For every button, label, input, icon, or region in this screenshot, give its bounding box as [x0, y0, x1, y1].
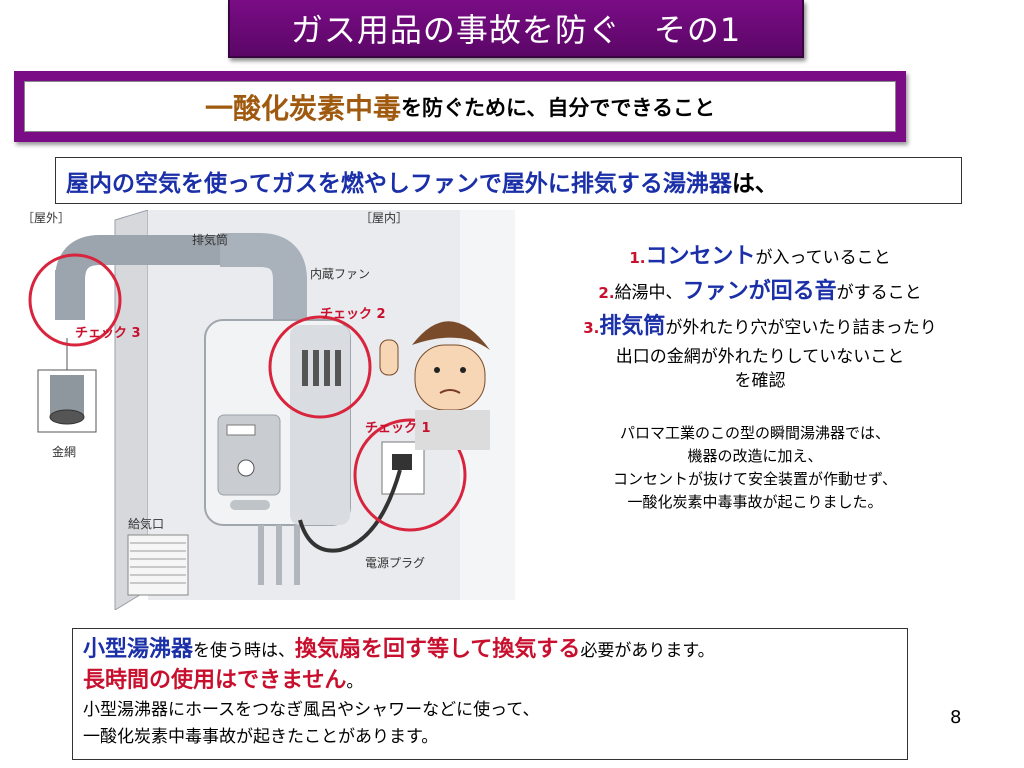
- power-cord: [298, 469, 402, 553]
- power-plug: [392, 454, 412, 470]
- intro-rest: は、: [731, 170, 778, 197]
- mesh-icon: [49, 409, 85, 425]
- warning-box: 小型湯沸器を使う時は、換気扇を回す等して換気する必要があります。 長時間の使用は…: [72, 628, 908, 760]
- label-fan: 内蔵ファン: [310, 267, 370, 281]
- warning-line-2: 長時間の使用はできません。: [83, 666, 897, 697]
- slide-title: ガス用品の事故を防ぐ その1: [290, 11, 742, 49]
- check-text: がすること: [836, 283, 922, 303]
- note-line: パロマ工業のこの型の瞬間湯沸器では、: [619, 424, 890, 442]
- warning-text: を使う時は、: [193, 641, 296, 661]
- check-text: 給湯中、: [614, 283, 683, 303]
- subtitle-highlight: 一酸化炭素中毒: [205, 91, 402, 125]
- warning-line-4: 一酸化炭素中毒事故が起きたことがあります。: [83, 727, 439, 747]
- check-item-1: 1.コンセントが入っていること: [510, 240, 1010, 275]
- check-number: 1.: [629, 249, 646, 267]
- label-intake: 給気口: [128, 516, 164, 531]
- warning-highlight-red: 換気扇を回す等して換気する: [295, 637, 581, 662]
- warning-line-1: 小型湯沸器を使う時は、換気扇を回す等して換気する必要があります。: [83, 635, 897, 666]
- note-line: 機器の改造に加え、: [687, 447, 823, 465]
- intro-highlight: 屋内の空気を使ってガスを燃やしファンで屋外に排気する湯沸器: [66, 170, 732, 197]
- intro-box: 屋内の空気を使ってガスを燃やしファンで屋外に排気する湯沸器は、: [55, 157, 962, 204]
- check2-circle: [268, 315, 372, 419]
- check-highlight: コンセント: [645, 244, 756, 269]
- check-text: が外れたり穴が空いたり詰まったり: [665, 318, 937, 338]
- check-highlight: 排気筒: [599, 314, 666, 339]
- label-exhaust: 排気筒: [192, 232, 228, 247]
- check-list: 1.コンセントが入っていること 2.給湯中、ファンが回る音がすること 3.排気筒…: [510, 240, 1010, 393]
- warning-highlight-red: 長時間の使用はできません: [83, 668, 347, 693]
- check-highlight: ファンが回る音: [682, 279, 837, 304]
- warning-text: 必要があります。: [580, 641, 715, 661]
- water-pipes: [258, 525, 300, 585]
- person-illustration: [379, 321, 490, 450]
- water-heater-illustration: ［屋外］ ［屋内］ 排気筒 内蔵ファン 金網 給気口 電源プラグ チェック 3 …: [22, 210, 515, 610]
- check-confirm: を確認: [734, 371, 786, 391]
- air-intake-louvre: [127, 534, 189, 596]
- check-text: が入っていること: [755, 248, 891, 268]
- label-outdoor: ［屋外］: [22, 211, 70, 225]
- label-plug: 電源プラグ: [365, 556, 425, 570]
- display-window: [226, 424, 256, 436]
- label-mesh: 金網: [52, 444, 76, 459]
- check-item-3: 3.排気筒が外れたり穴が空いたり詰まったり: [510, 310, 1010, 345]
- note-line: コンセントが抜けて安全装置が作動せず、: [613, 470, 897, 488]
- check2-label: チェック 2: [320, 307, 386, 322]
- check-number: 3.: [583, 319, 600, 337]
- warning-highlight-blue: 小型湯沸器: [83, 637, 194, 662]
- subtitle-rest: を防ぐために、自分でできること: [401, 95, 715, 120]
- control-knob: [237, 459, 255, 477]
- label-indoor: ［屋内］: [360, 211, 408, 225]
- note-line: 一酸化炭素中毒事故が起こりました。: [627, 493, 883, 511]
- exhaust-pipe-inner: [220, 233, 307, 320]
- warning-text: 。: [346, 672, 364, 692]
- control-buttons: [230, 500, 270, 510]
- slide-title-bar: ガス用品の事故を防ぐ その1: [228, 0, 804, 58]
- check-item-3-continued: 出口の金網が外れたりしていないこと: [615, 347, 905, 367]
- fan-vents: [302, 350, 341, 386]
- incident-note: パロマ工業のこの型の瞬間湯沸器では、 機器の改造に加え、 コンセントが抜けて安全…: [555, 422, 955, 514]
- check1-label: チェック 1: [365, 421, 431, 436]
- check-item-2: 2.給湯中、ファンが回る音がすること: [510, 275, 1010, 310]
- check3-label: チェック 3: [75, 326, 141, 341]
- check1-circle: [353, 418, 467, 532]
- warning-line-3: 小型湯沸器にホースをつなぎ風呂やシャワーなどに使って、: [83, 700, 540, 720]
- subtitle-box: 一酸化炭素中毒を防ぐために、自分でできること: [24, 81, 896, 132]
- check3-circle: [28, 253, 122, 347]
- page-number: 8: [950, 707, 962, 728]
- subtitle-frame: 一酸化炭素中毒を防ぐために、自分でできること: [14, 71, 906, 142]
- check-number: 2.: [598, 284, 615, 302]
